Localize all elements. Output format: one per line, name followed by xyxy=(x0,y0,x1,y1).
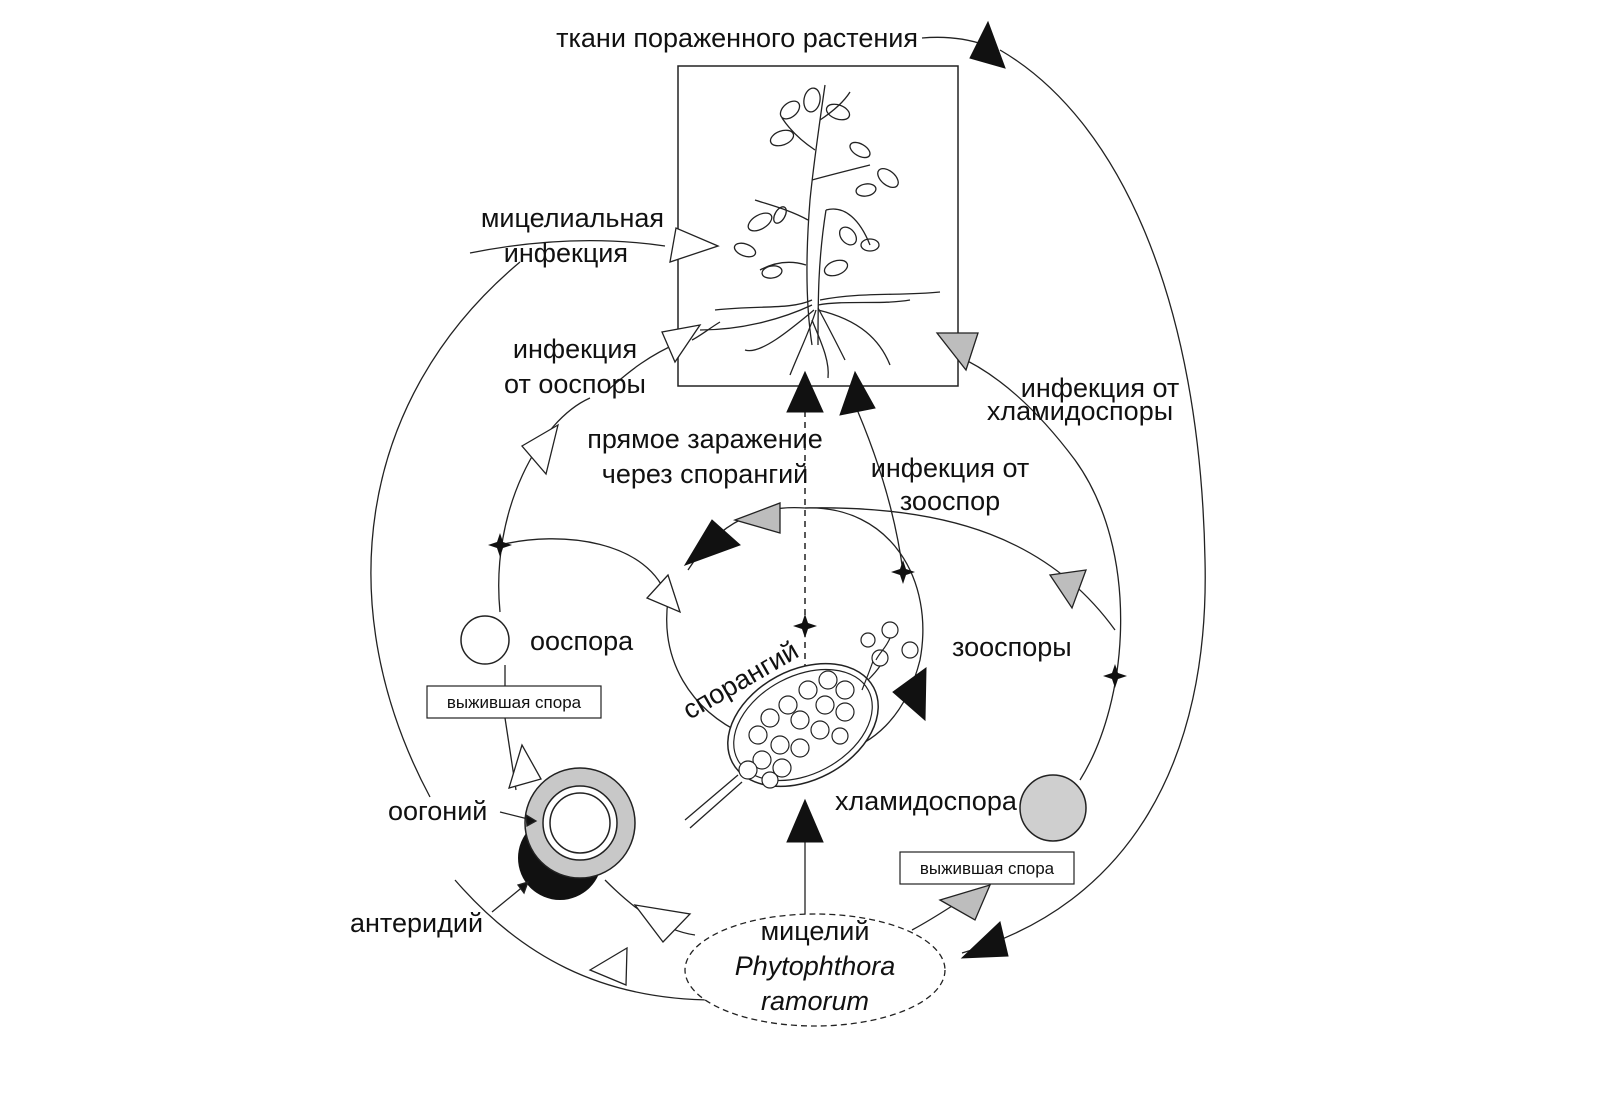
label-leaders xyxy=(491,811,538,913)
oospore-infection-curve xyxy=(498,397,591,613)
oospore-infection-label-1: инфекция xyxy=(513,334,637,364)
zoospores-label: зооспоры xyxy=(952,632,1072,662)
mycelial-infection-label-2: инфекция xyxy=(504,238,628,268)
white-arrow-oospore-path xyxy=(520,423,559,476)
direct-infection-label-1: прямое заражение xyxy=(587,424,823,454)
zoospore-to-right-arc xyxy=(804,507,1116,631)
oogonium-label: оогоний xyxy=(388,796,487,826)
chlamydospore-infection-label-1: инфекция от xyxy=(1021,373,1180,403)
gray-arrow-chlamydospore-infection xyxy=(935,332,979,372)
plant-illustration xyxy=(691,84,941,379)
surviving-spore-right: выжившая спора xyxy=(899,851,1075,885)
plant-tissue-arc xyxy=(961,49,1206,954)
meiosis-markers xyxy=(488,533,1127,688)
mycelial-infection-label-1: мицелиальная xyxy=(481,203,664,233)
star-marker-oospore xyxy=(488,533,512,557)
white-arrow-oogonium-up xyxy=(508,743,542,789)
sporangium-spores xyxy=(738,670,855,789)
star-marker-zoospore xyxy=(891,560,915,584)
gray-arrow-zoospore-loop xyxy=(732,502,781,534)
chlamydospore-circle xyxy=(1019,774,1087,842)
chlamydospore-infection-line xyxy=(954,354,1122,781)
direct-infection-label-2: через спорангий xyxy=(602,459,809,489)
black-arrow-plant-tissue xyxy=(969,20,1006,69)
mycelial-infection-arc xyxy=(370,261,521,798)
mycelium-label-3: ramorum xyxy=(761,986,869,1016)
white-arrow-mycelium-oogonium xyxy=(633,904,692,943)
white-arrow-oospore-infection xyxy=(661,324,702,364)
white-arrow-sporangium-loop xyxy=(645,573,682,614)
plant-tissue-leader xyxy=(921,36,986,46)
antheridium-label: антеридий xyxy=(350,908,483,938)
chlamydospore-label: хламидоспора xyxy=(835,786,1018,816)
surviving-spore-right-text: выжившая спора xyxy=(920,859,1055,878)
black-arrowheads xyxy=(683,20,1009,959)
oospore-circle xyxy=(460,615,510,665)
gray-arrow-right-arc xyxy=(1048,569,1087,610)
zoospore-infection-label-1: инфекция от xyxy=(871,453,1030,483)
surviving-spore-left: выжившая спора xyxy=(426,685,602,719)
black-arrow-mycelium-right xyxy=(960,921,1009,959)
black-arrow-zoospores xyxy=(892,667,927,722)
mycelium-outer-curve xyxy=(454,879,716,1001)
white-arrowheads xyxy=(508,227,720,986)
white-arrow-mycelial-infection xyxy=(669,227,720,263)
black-arrow-mycelium-up xyxy=(786,798,824,843)
chlamydospore-infection-label-2: хламидоспоры xyxy=(987,396,1173,426)
white-arrow-outer-curve xyxy=(588,946,628,986)
mycelial-infection-leader xyxy=(469,240,666,254)
mycelium-ellipse xyxy=(684,913,946,1027)
oogonium-antheridium-group xyxy=(518,767,636,900)
zoospores-emerging xyxy=(860,621,919,681)
mycelium-label-1: мицелий xyxy=(761,916,870,946)
plant-box xyxy=(677,65,959,387)
star-marker-chlamydospore xyxy=(1103,664,1127,688)
zoospore-infection-line xyxy=(851,397,904,573)
black-arrow-direct-infection xyxy=(786,370,824,413)
black-arrow-zoospore-infection xyxy=(839,370,876,416)
oogonium-inner-ring xyxy=(549,792,611,854)
star-marker-sporangium xyxy=(793,614,817,638)
oospore-label: ооспора xyxy=(530,626,634,656)
gray-arrow-mycelium-right xyxy=(938,883,992,921)
sporangium-shape xyxy=(684,621,919,829)
zoospore-infection-label-2: зооспор xyxy=(900,486,1000,516)
black-arrow-sporangium-loop xyxy=(683,519,741,566)
oospore-infection-label-2: от ооспоры xyxy=(504,369,646,399)
gray-arrowheads xyxy=(732,332,1087,921)
surviving-spore-left-text: выжившая спора xyxy=(447,693,582,712)
zoospore-loop xyxy=(804,507,924,753)
mycelium-label-2: Phytophthora xyxy=(735,951,896,981)
plant-tissue-label: ткани пораженного растения xyxy=(556,23,918,53)
